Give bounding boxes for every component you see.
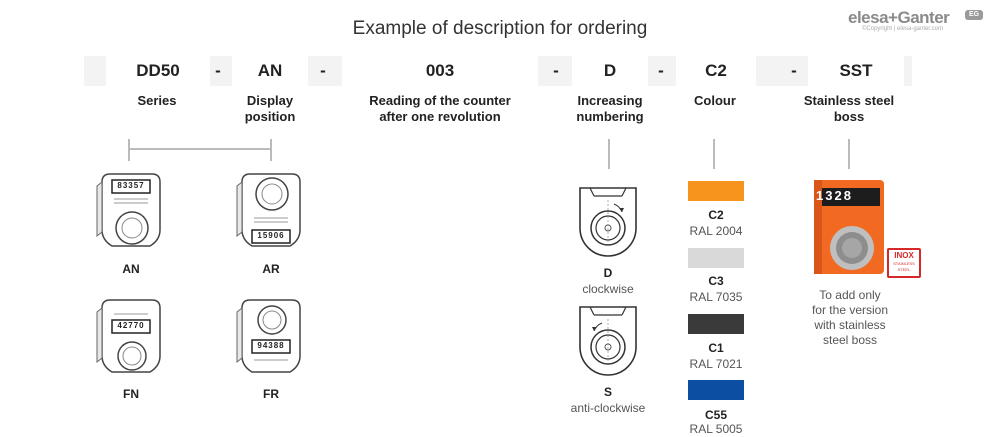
boss-note-line2: for the version	[811, 303, 889, 317]
brand-logo: elesa+Ganter ©Copyright | elesa-ganter.c…	[848, 8, 988, 32]
code-display: AN	[232, 56, 308, 86]
swatch-c2	[688, 181, 744, 201]
boss-note-line3: with stainless	[814, 318, 886, 332]
code-reading: 003	[342, 56, 538, 86]
swatch-c3	[688, 248, 744, 268]
counter-fr-icon	[236, 299, 301, 373]
label-colour: Colour	[694, 93, 736, 108]
label-reading: Reading of the counter after one revolut…	[340, 93, 540, 125]
code-dash-4: -	[658, 61, 664, 80]
connector-colour	[713, 139, 715, 169]
swatch-c55	[688, 380, 744, 400]
label-reading-line1: Reading of the counter	[369, 93, 511, 108]
label-boss-line2: boss	[833, 109, 865, 124]
numbering-d-desc: clockwise	[582, 282, 634, 296]
numbering-s-label: S	[603, 385, 612, 399]
counter-fr-digits: 94388	[257, 341, 285, 350]
code-series: DD50	[106, 56, 210, 86]
colour-c55-code: C55	[704, 408, 727, 422]
code-colour: C2	[676, 56, 756, 86]
label-series: Series	[137, 93, 177, 108]
numbering-s-desc: anti-clockwise	[570, 401, 646, 415]
colour-c2-code: C2	[708, 208, 724, 222]
connector-numbering	[608, 139, 610, 169]
brand-badge-icon: EG	[965, 10, 983, 20]
brand-name: elesa+Ganter	[848, 8, 950, 27]
clockwise-diagram-icon	[579, 187, 637, 257]
counter-ar-icon	[236, 173, 301, 247]
code-boss: SST	[808, 56, 904, 86]
connector-left	[128, 139, 130, 161]
label-numbering-line1: Increasing	[577, 93, 643, 108]
colour-c55-ral: RAL 5005	[689, 422, 743, 436]
label-boss-line1: Stainless steel	[803, 93, 895, 108]
label-numbering: Increasing numbering	[558, 93, 662, 125]
code-dash-2: -	[320, 61, 326, 80]
label-display-line2: position	[244, 109, 296, 124]
colour-c3-ral: RAL 7035	[689, 290, 743, 304]
label-display-line1: Display	[246, 93, 294, 108]
stainless-boss-photo	[814, 180, 884, 274]
label-reading-line2: after one revolution	[379, 109, 501, 124]
code-dash-1: -	[215, 61, 221, 80]
swatch-c1	[688, 314, 744, 334]
colour-c1-ral: RAL 7021	[689, 357, 743, 371]
connector-bar	[128, 148, 272, 150]
position-an-label: AN	[122, 262, 140, 276]
inox-badge-title: INOX	[894, 251, 914, 260]
boss-note-line1: To add only	[819, 288, 881, 302]
label-numbering-line2: numbering	[576, 109, 644, 124]
counter-fn-digits: 42770	[117, 321, 145, 330]
colour-c3-code: C3	[708, 274, 724, 288]
page-title: Example of description for ordering	[352, 18, 648, 39]
label-display: Display position	[225, 93, 315, 125]
anticlockwise-diagram-icon	[579, 306, 637, 376]
counter-an-icon	[96, 173, 161, 247]
code-dash-5: -	[791, 61, 797, 80]
position-ar-label: AR	[262, 262, 280, 276]
boss-note: To add only for the version with stainle…	[790, 288, 910, 348]
inox-badge-icon: INOX STAINLESS STEEL	[887, 248, 921, 278]
colour-c1-code: C1	[708, 341, 724, 355]
code-numbering: D	[572, 56, 648, 86]
colour-c2-ral: RAL 2004	[689, 224, 743, 238]
inox-badge-sub: STAINLESS STEEL	[893, 261, 915, 272]
position-fn-label: FN	[123, 387, 139, 401]
connector-right	[270, 139, 272, 161]
position-fr-label: FR	[263, 387, 279, 401]
counter-fn-icon	[96, 299, 161, 373]
counter-an-digits: 83357	[117, 181, 145, 190]
counter-ar-digits: 15906	[257, 231, 285, 240]
brand-copyright: ©Copyright | elesa-ganter.com	[862, 26, 944, 32]
connector-boss	[848, 139, 850, 169]
numbering-d-label: D	[603, 266, 613, 280]
label-boss: Stainless steel boss	[786, 93, 912, 125]
code-dash-3: -	[553, 61, 559, 80]
boss-photo-digits: 1328	[816, 188, 853, 203]
boss-note-line4: steel boss	[822, 333, 878, 347]
